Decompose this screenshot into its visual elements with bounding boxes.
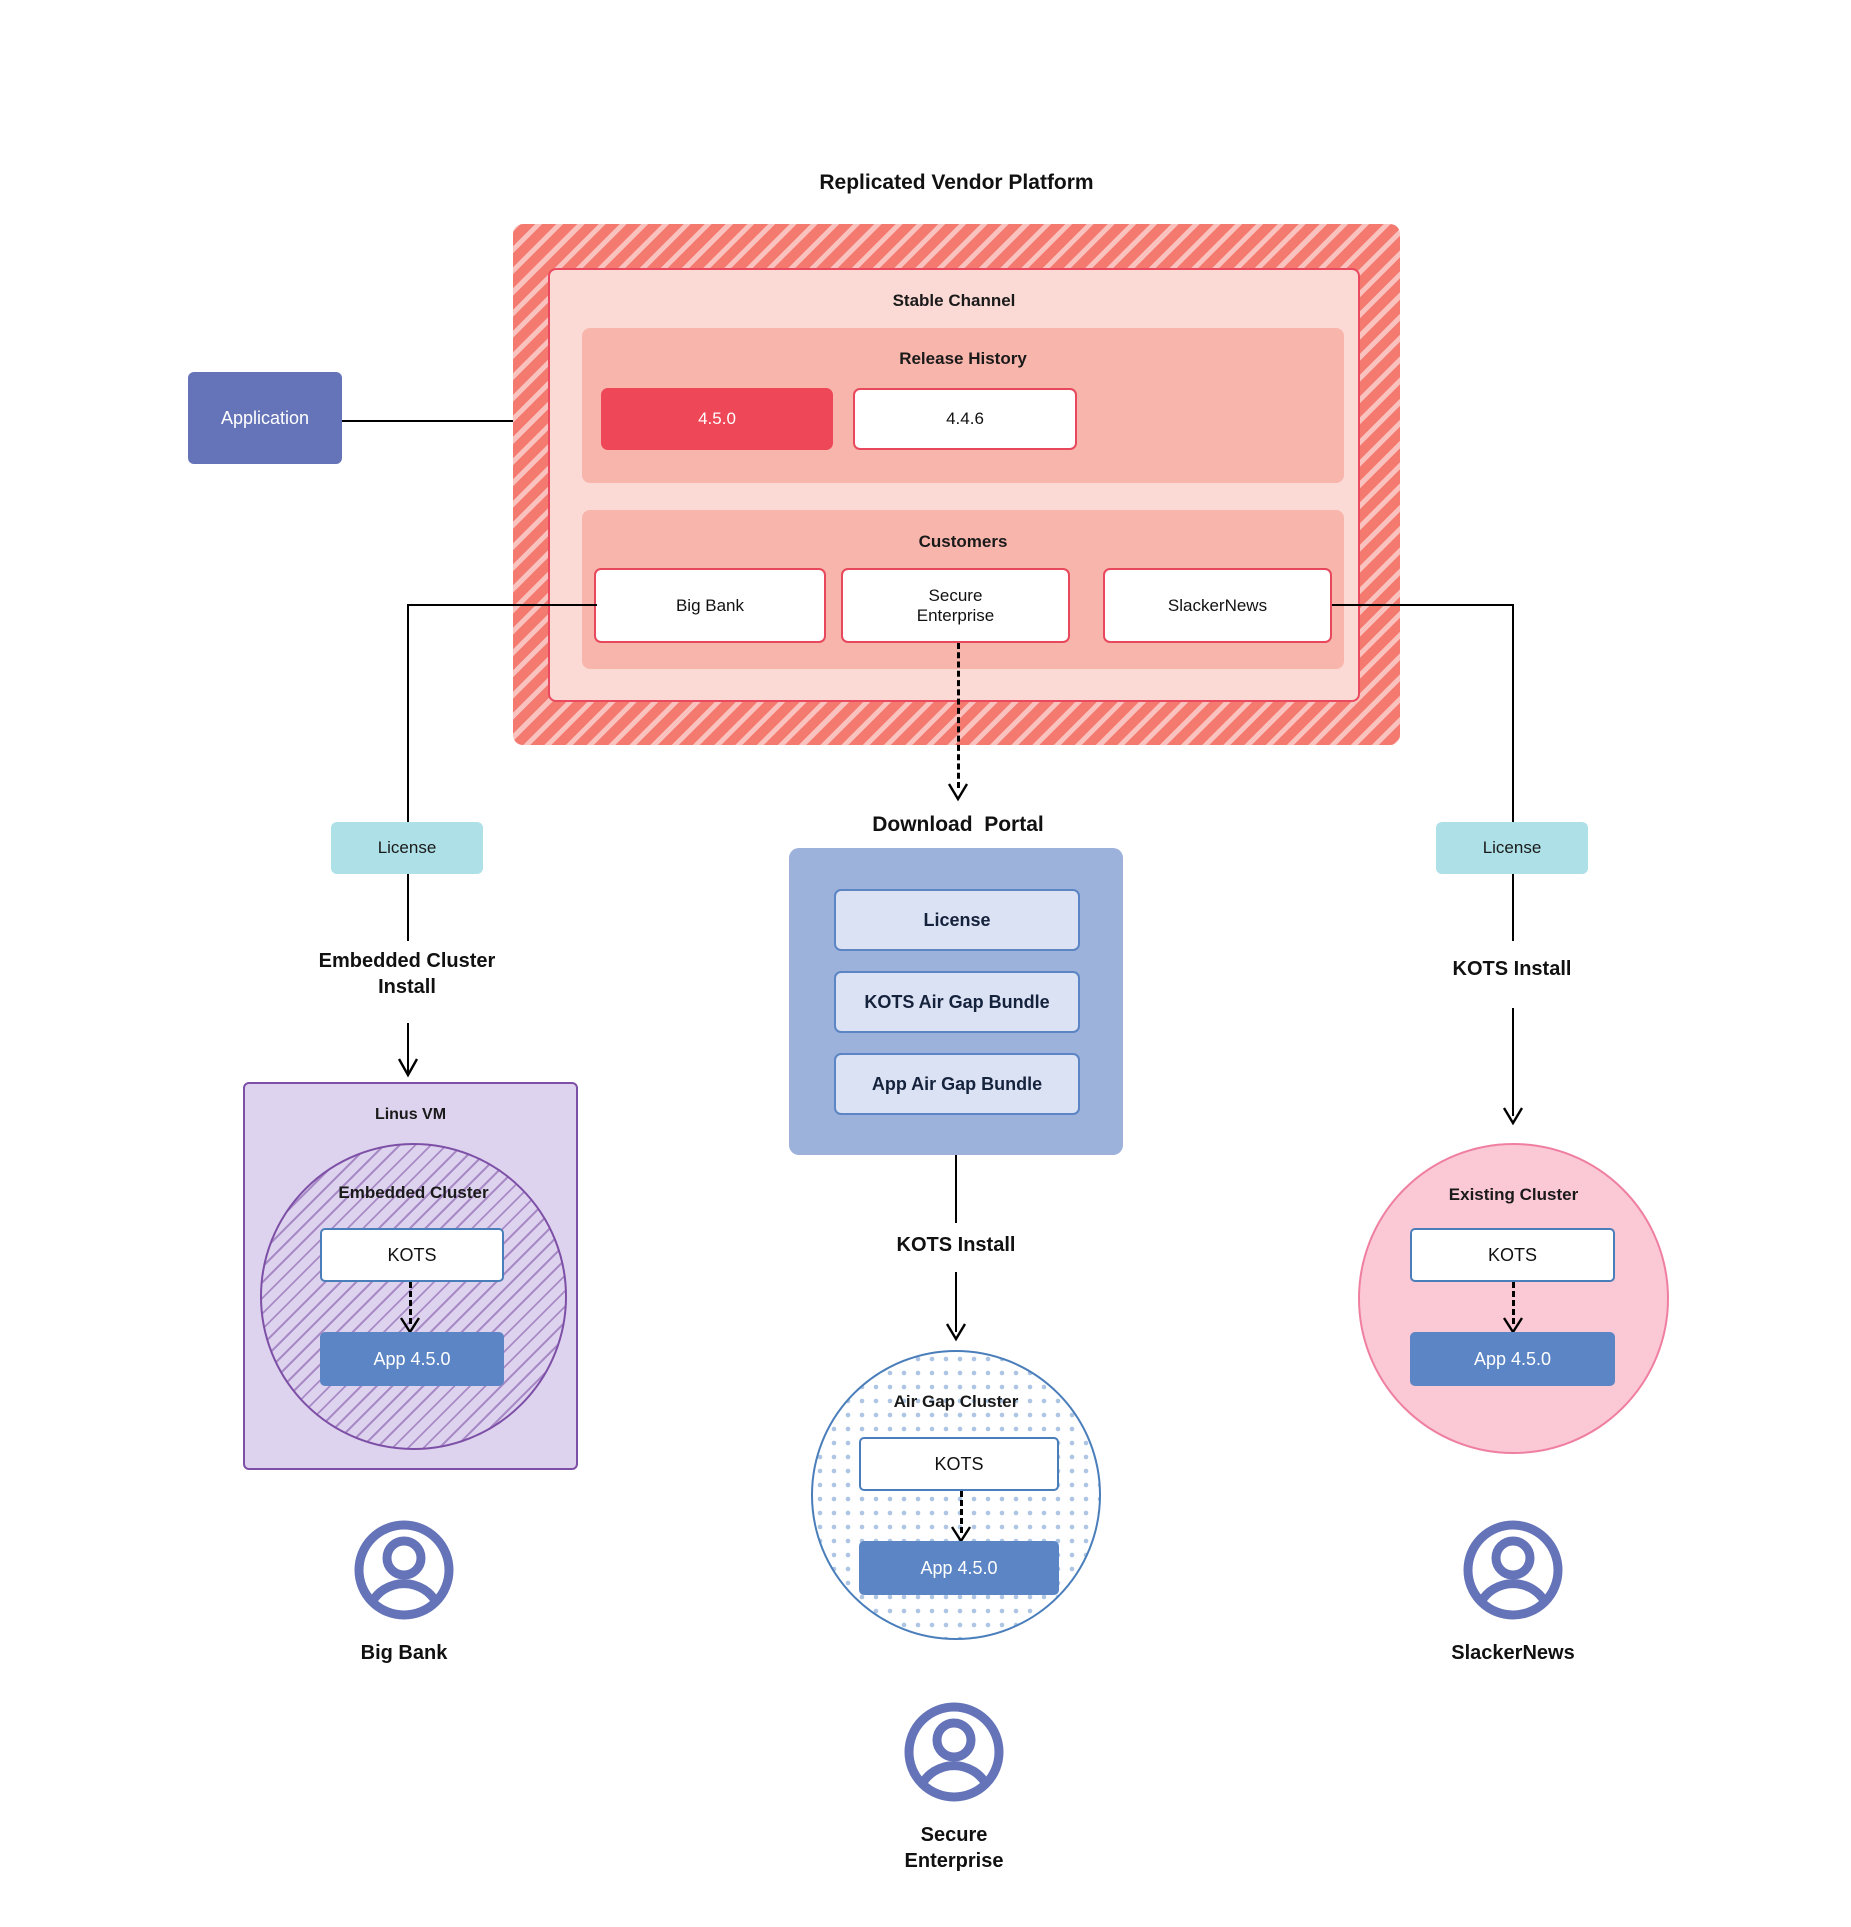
license-to-install-line-right [1512,874,1514,941]
application-label: Application [220,407,310,428]
avatar-slackernews [1463,1520,1563,1620]
customer-name-label: Secure Enterprise [916,585,995,625]
app-label: App 4.5.0 [1473,1348,1552,1369]
portal-item-label: KOTS Air Gap Bundle [864,991,1050,1012]
linus-vm-title: Linus VM [374,1106,447,1123]
portal-item-app-airgap-bundle[interactable]: App Air Gap Bundle [834,1053,1080,1115]
bigbank-connector-horizontal [407,604,597,606]
stable-channel-title: Stable Channel [892,291,1016,310]
kots-install-label-middle: KOTS Install [896,1234,1016,1256]
application-node[interactable]: Application [188,372,342,464]
install-to-existing-cluster-arrowhead [1502,1107,1524,1126]
portal-item-kots-airgap-bundle[interactable]: KOTS Air Gap Bundle [834,971,1080,1033]
install-to-airgap-cluster-arrowhead [945,1323,967,1342]
license-chip-right[interactable]: License [1436,822,1588,874]
kots-node-embedded[interactable]: KOTS [320,1228,504,1282]
license-chip-left[interactable]: License [331,822,483,874]
kots-label: KOTS [387,1244,437,1265]
kots-label: KOTS [934,1453,984,1474]
embedded-cluster-install-label: Embedded Cluster Install [318,950,496,998]
install-to-airgap-cluster-line [955,1272,957,1332]
download-portal-title: Download Portal [872,813,1044,836]
portal-item-label: App Air Gap Bundle [871,1073,1043,1094]
application-to-release-line [342,420,592,422]
slackernews-connector-horizontal [1332,604,1514,606]
embedded-cluster-circle [260,1143,567,1450]
install-to-vm-line [407,1023,409,1075]
app-node-airgap[interactable]: App 4.5.0 [859,1541,1059,1595]
slackernews-connector-vertical [1512,604,1514,822]
embedded-cluster-title: Embedded Cluster [338,1183,489,1202]
customer-chip-secure-enterprise[interactable]: Secure Enterprise [841,568,1070,643]
release-chip-previous[interactable]: 4.4.6 [853,388,1077,450]
kots-to-app-dashed-line-existing [1512,1282,1515,1324]
app-label: App 4.5.0 [373,1348,451,1369]
portal-item-license[interactable]: License [834,889,1080,951]
avatar-secure-enterprise [904,1702,1004,1802]
kots-to-app-dashed-line-airgap [960,1491,963,1533]
customer-chip-slackernews[interactable]: SlackerNews [1103,568,1332,643]
app-node-embedded[interactable]: App 4.5.0 [320,1332,504,1386]
portal-item-label: License [923,909,991,930]
release-history-title: Release History [899,349,1027,368]
kots-install-label-right: KOTS Install [1452,958,1572,980]
bigbank-connector-vertical [407,604,409,822]
customers-title: Customers [918,532,1008,551]
portal-to-install-line [955,1155,957,1223]
kots-to-app-dashed-line-embedded [409,1282,412,1324]
customer-label-big-bank: Big Bank [360,1642,448,1664]
existing-cluster-title: Existing Cluster [1448,1185,1579,1204]
secure-enterprise-arrowhead [947,783,969,802]
customer-label-secure-enterprise: Secure Enterprise [904,1824,1004,1872]
customer-name-label: Big Bank [675,595,745,615]
license-label: License [377,838,437,857]
secure-enterprise-dashed-line [957,643,960,788]
kots-node-airgap[interactable]: KOTS [859,1437,1059,1491]
customer-label-slackernews: SlackerNews [1451,1642,1575,1664]
avatar-big-bank [354,1520,454,1620]
kots-node-existing[interactable]: KOTS [1410,1228,1615,1282]
kots-label: KOTS [1487,1244,1537,1265]
release-chip-current[interactable]: 4.5.0 [601,388,833,450]
app-label: App 4.5.0 [920,1557,998,1578]
diagram-title: Replicated Vendor Platform [819,171,1094,194]
release-version-label: 4.5.0 [698,409,736,428]
airgap-cluster-title: Air Gap Cluster [893,1392,1019,1411]
install-to-vm-arrowhead [397,1058,419,1078]
license-label: License [1482,838,1542,857]
release-version-label: 4.4.6 [946,409,984,428]
app-node-existing[interactable]: App 4.5.0 [1410,1332,1615,1386]
install-to-existing-cluster-line [1512,1008,1514,1116]
customer-name-label: SlackerNews [1167,595,1268,615]
customer-chip-big-bank[interactable]: Big Bank [594,568,826,643]
license-to-install-line-left [407,874,409,941]
